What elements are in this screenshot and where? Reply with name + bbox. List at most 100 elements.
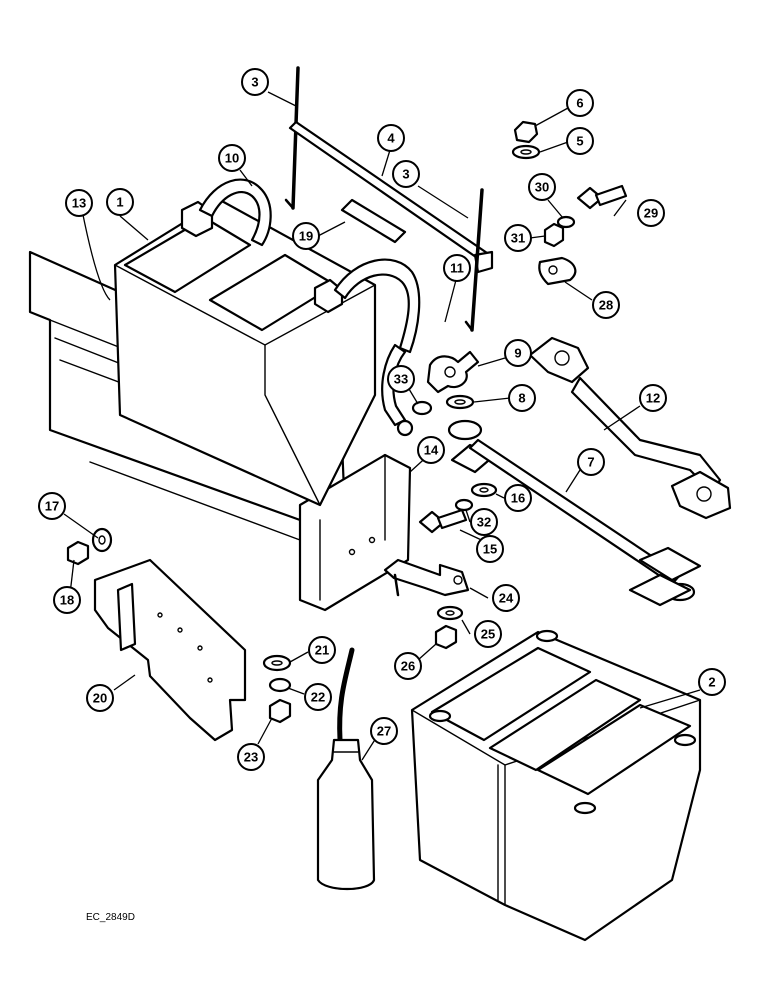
callout-18: 18 <box>53 586 81 614</box>
callout-17: 17 <box>38 492 66 520</box>
callout-11: 11 <box>443 254 471 282</box>
callout-label: 9 <box>514 346 521 361</box>
callout-label: 21 <box>315 643 329 658</box>
callout-label: 3 <box>402 167 409 182</box>
callout-label: 19 <box>299 229 313 244</box>
angle-bracket-24 <box>383 558 470 597</box>
callout-20: 20 <box>86 684 114 712</box>
flat-washer-21 <box>262 654 292 672</box>
callout-22: 22 <box>304 683 332 711</box>
callout-label: 1 <box>116 195 123 210</box>
lock-washer-22 <box>268 677 292 693</box>
battery-bracket <box>298 453 412 612</box>
callout-label: 8 <box>518 391 525 406</box>
callout-label: 15 <box>483 542 497 557</box>
callout-label: 33 <box>394 372 408 387</box>
callout-29: 29 <box>637 199 665 227</box>
callout-33: 33 <box>387 365 415 393</box>
callout-label: 27 <box>377 724 391 739</box>
callout-14: 14 <box>417 436 445 464</box>
star-washer-33 <box>411 400 433 416</box>
hex-nut-23 <box>268 698 292 724</box>
callout-label: 24 <box>499 591 514 606</box>
bolt-29 <box>576 184 628 210</box>
flat-washer-16 <box>470 482 498 498</box>
bolt-15 <box>418 508 468 534</box>
callout-label: 30 <box>535 180 549 195</box>
callout-label: 6 <box>576 96 583 111</box>
battery-cable-long <box>333 258 421 437</box>
callout-12: 12 <box>639 384 667 412</box>
lock-washer-32 <box>454 498 474 512</box>
callout-label: 28 <box>599 298 613 313</box>
callout-label: 29 <box>644 206 658 221</box>
hex-nut-6 <box>513 120 539 144</box>
battery-cable-12 <box>528 336 732 520</box>
mounting-plate <box>93 558 247 742</box>
callout-3-left: 3 <box>241 68 269 96</box>
callout-label: 16 <box>511 491 525 506</box>
callout-label: 26 <box>401 659 415 674</box>
hex-nut-26 <box>434 624 458 650</box>
flat-washer-5 <box>511 144 541 160</box>
battery-pack <box>410 629 702 942</box>
hold-down-bar <box>288 120 494 274</box>
lock-washer-30 <box>556 215 576 229</box>
callout-31: 31 <box>504 224 532 252</box>
main-battery <box>113 198 377 507</box>
callout-15: 15 <box>476 535 504 563</box>
callout-label: 2 <box>708 675 715 690</box>
flat-washer-25 <box>436 605 464 621</box>
callout-label: 14 <box>424 443 439 458</box>
callout-label: 11 <box>450 261 464 276</box>
callout-label: 3 <box>251 75 258 90</box>
callout-21: 21 <box>308 636 336 664</box>
filler-bottle <box>316 647 376 890</box>
callout-3-right: 3 <box>392 160 420 188</box>
cable-sleeve <box>340 198 407 244</box>
battery-link-7 <box>447 419 702 607</box>
callout-23: 23 <box>237 743 265 771</box>
hold-down-rod-left <box>284 66 300 210</box>
callout-16: 16 <box>504 484 532 512</box>
callout-label: 20 <box>93 691 107 706</box>
callout-label: 4 <box>387 131 395 146</box>
callout-label: 17 <box>45 499 59 514</box>
callout-24: 24 <box>492 584 520 612</box>
callout-10: 10 <box>218 144 246 172</box>
hex-nut-31 <box>543 222 565 248</box>
callout-13: 13 <box>65 189 93 217</box>
callout-1: 1 <box>106 188 134 216</box>
callout-2: 2 <box>698 668 726 696</box>
hex-nut-18 <box>66 540 90 566</box>
callout-30: 30 <box>528 173 556 201</box>
callout-label: 22 <box>311 690 325 705</box>
callout-label: 12 <box>646 391 660 406</box>
leader-lines <box>63 91 701 761</box>
callout-label: 23 <box>244 750 258 765</box>
callout-label: 5 <box>576 134 583 149</box>
callout-8: 8 <box>508 384 536 412</box>
callout-19: 19 <box>292 222 320 250</box>
wing-nut-9 <box>426 350 480 394</box>
callout-label: 31 <box>511 231 525 246</box>
callout-7: 7 <box>577 448 605 476</box>
callout-9: 9 <box>504 339 532 367</box>
callout-label: 10 <box>225 151 239 166</box>
callout-label: 7 <box>587 455 594 470</box>
cable-clamp-28 <box>538 256 577 286</box>
callout-28: 28 <box>592 291 620 319</box>
callout-label: 13 <box>72 196 86 211</box>
callout-label: 18 <box>60 593 74 608</box>
callout-label: 32 <box>477 515 491 530</box>
flat-washer-8 <box>445 394 475 410</box>
callout-26: 26 <box>394 652 422 680</box>
callout-27: 27 <box>370 717 398 745</box>
hold-down-rod-right <box>464 188 484 332</box>
callout-label: 25 <box>481 627 495 642</box>
callout-32: 32 <box>470 508 498 536</box>
diagram-reference: EC_2849D <box>86 912 135 923</box>
callout-25: 25 <box>474 620 502 648</box>
callout-5: 5 <box>566 127 594 155</box>
